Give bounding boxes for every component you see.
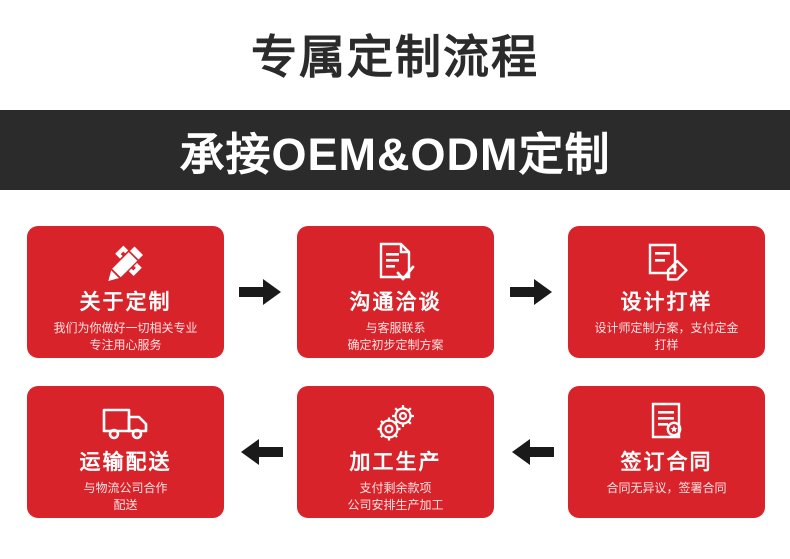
flow-step-title: 运输配送 [79,451,172,474]
gears-icon [372,400,420,448]
pencil-edit-icon [103,240,149,288]
flow-step-sign-contract[interactable]: 签订合同 合同无异议，签署合同 [568,386,765,518]
flow-step-title: 加工生产 [349,451,442,474]
truck-icon [101,400,151,448]
flow-step-title: 设计打样 [620,291,713,314]
banner-band: 承接OEM&ODM定制 [0,110,790,190]
flow-step-production[interactable]: 加工生产 支付剩余款项 公司安排生产加工 [297,386,494,518]
desc-line: 与客服联系 [365,321,426,335]
page-title: 专属定制流程 [251,31,539,83]
flow-step-desc: 合同无异议，签署合同 [606,480,726,497]
flow-step-desc: 支付剩余款项 公司安排生产加工 [347,480,443,514]
desc-line: 确定初步定制方案 [347,338,444,352]
desc-line: 与物流公司合作 [83,481,168,495]
flow-step-shipping[interactable]: 运输配送 与物流公司合作 配送 [27,386,224,518]
flow-step-about-custom[interactable]: 关于定制 我们为你做好一切相关专业 专注用心服务 [27,226,224,358]
arrow-step5-to-step4 [239,437,283,467]
desc-line: 我们为你做好一切相关专业 [53,321,198,335]
desc-line: 配送 [113,498,138,512]
custom-process-flow: 关于定制 我们为你做好一切相关专业 专注用心服务 [27,226,765,518]
flow-step-communication[interactable]: 沟通洽谈 与客服联系 确定初步定制方案 [297,226,494,358]
document-check-icon [375,240,417,288]
flow-step-title: 签订合同 [620,451,713,474]
banner-title: 承接OEM&ODM定制 [179,128,611,180]
arrow-step6-to-step5 [510,437,554,467]
flow-row-top: 关于定制 我们为你做好一切相关专业 专注用心服务 [27,226,765,358]
desc-line: 打样 [654,338,679,352]
desc-line: 设计师定制方案，支付定金 [594,321,739,335]
flow-step-design-sample[interactable]: 设计打样 设计师定制方案，支付定金 打样 [568,226,765,358]
document-tag-icon [645,240,689,288]
flow-step-desc: 与物流公司合作 配送 [83,480,167,514]
desc-line: 专注用心服务 [89,338,162,352]
desc-line: 合同无异议，签署合同 [606,481,727,495]
contract-seal-icon [647,400,687,448]
flow-step-title: 沟通洽谈 [349,291,442,314]
arrow-step2-to-step3 [510,277,554,307]
desc-line: 公司安排生产加工 [347,498,444,512]
flow-row-bottom: 运输配送 与物流公司合作 配送 [27,386,765,518]
desc-line: 支付剩余款项 [359,481,432,495]
flow-step-desc: 设计师定制方案，支付定金 打样 [594,320,738,354]
flow-step-desc: 与客服联系 确定初步定制方案 [347,320,443,354]
arrow-step1-to-step2 [239,277,283,307]
flow-step-desc: 我们为你做好一切相关专业 专注用心服务 [53,320,197,354]
flow-step-title: 关于定制 [79,291,172,314]
